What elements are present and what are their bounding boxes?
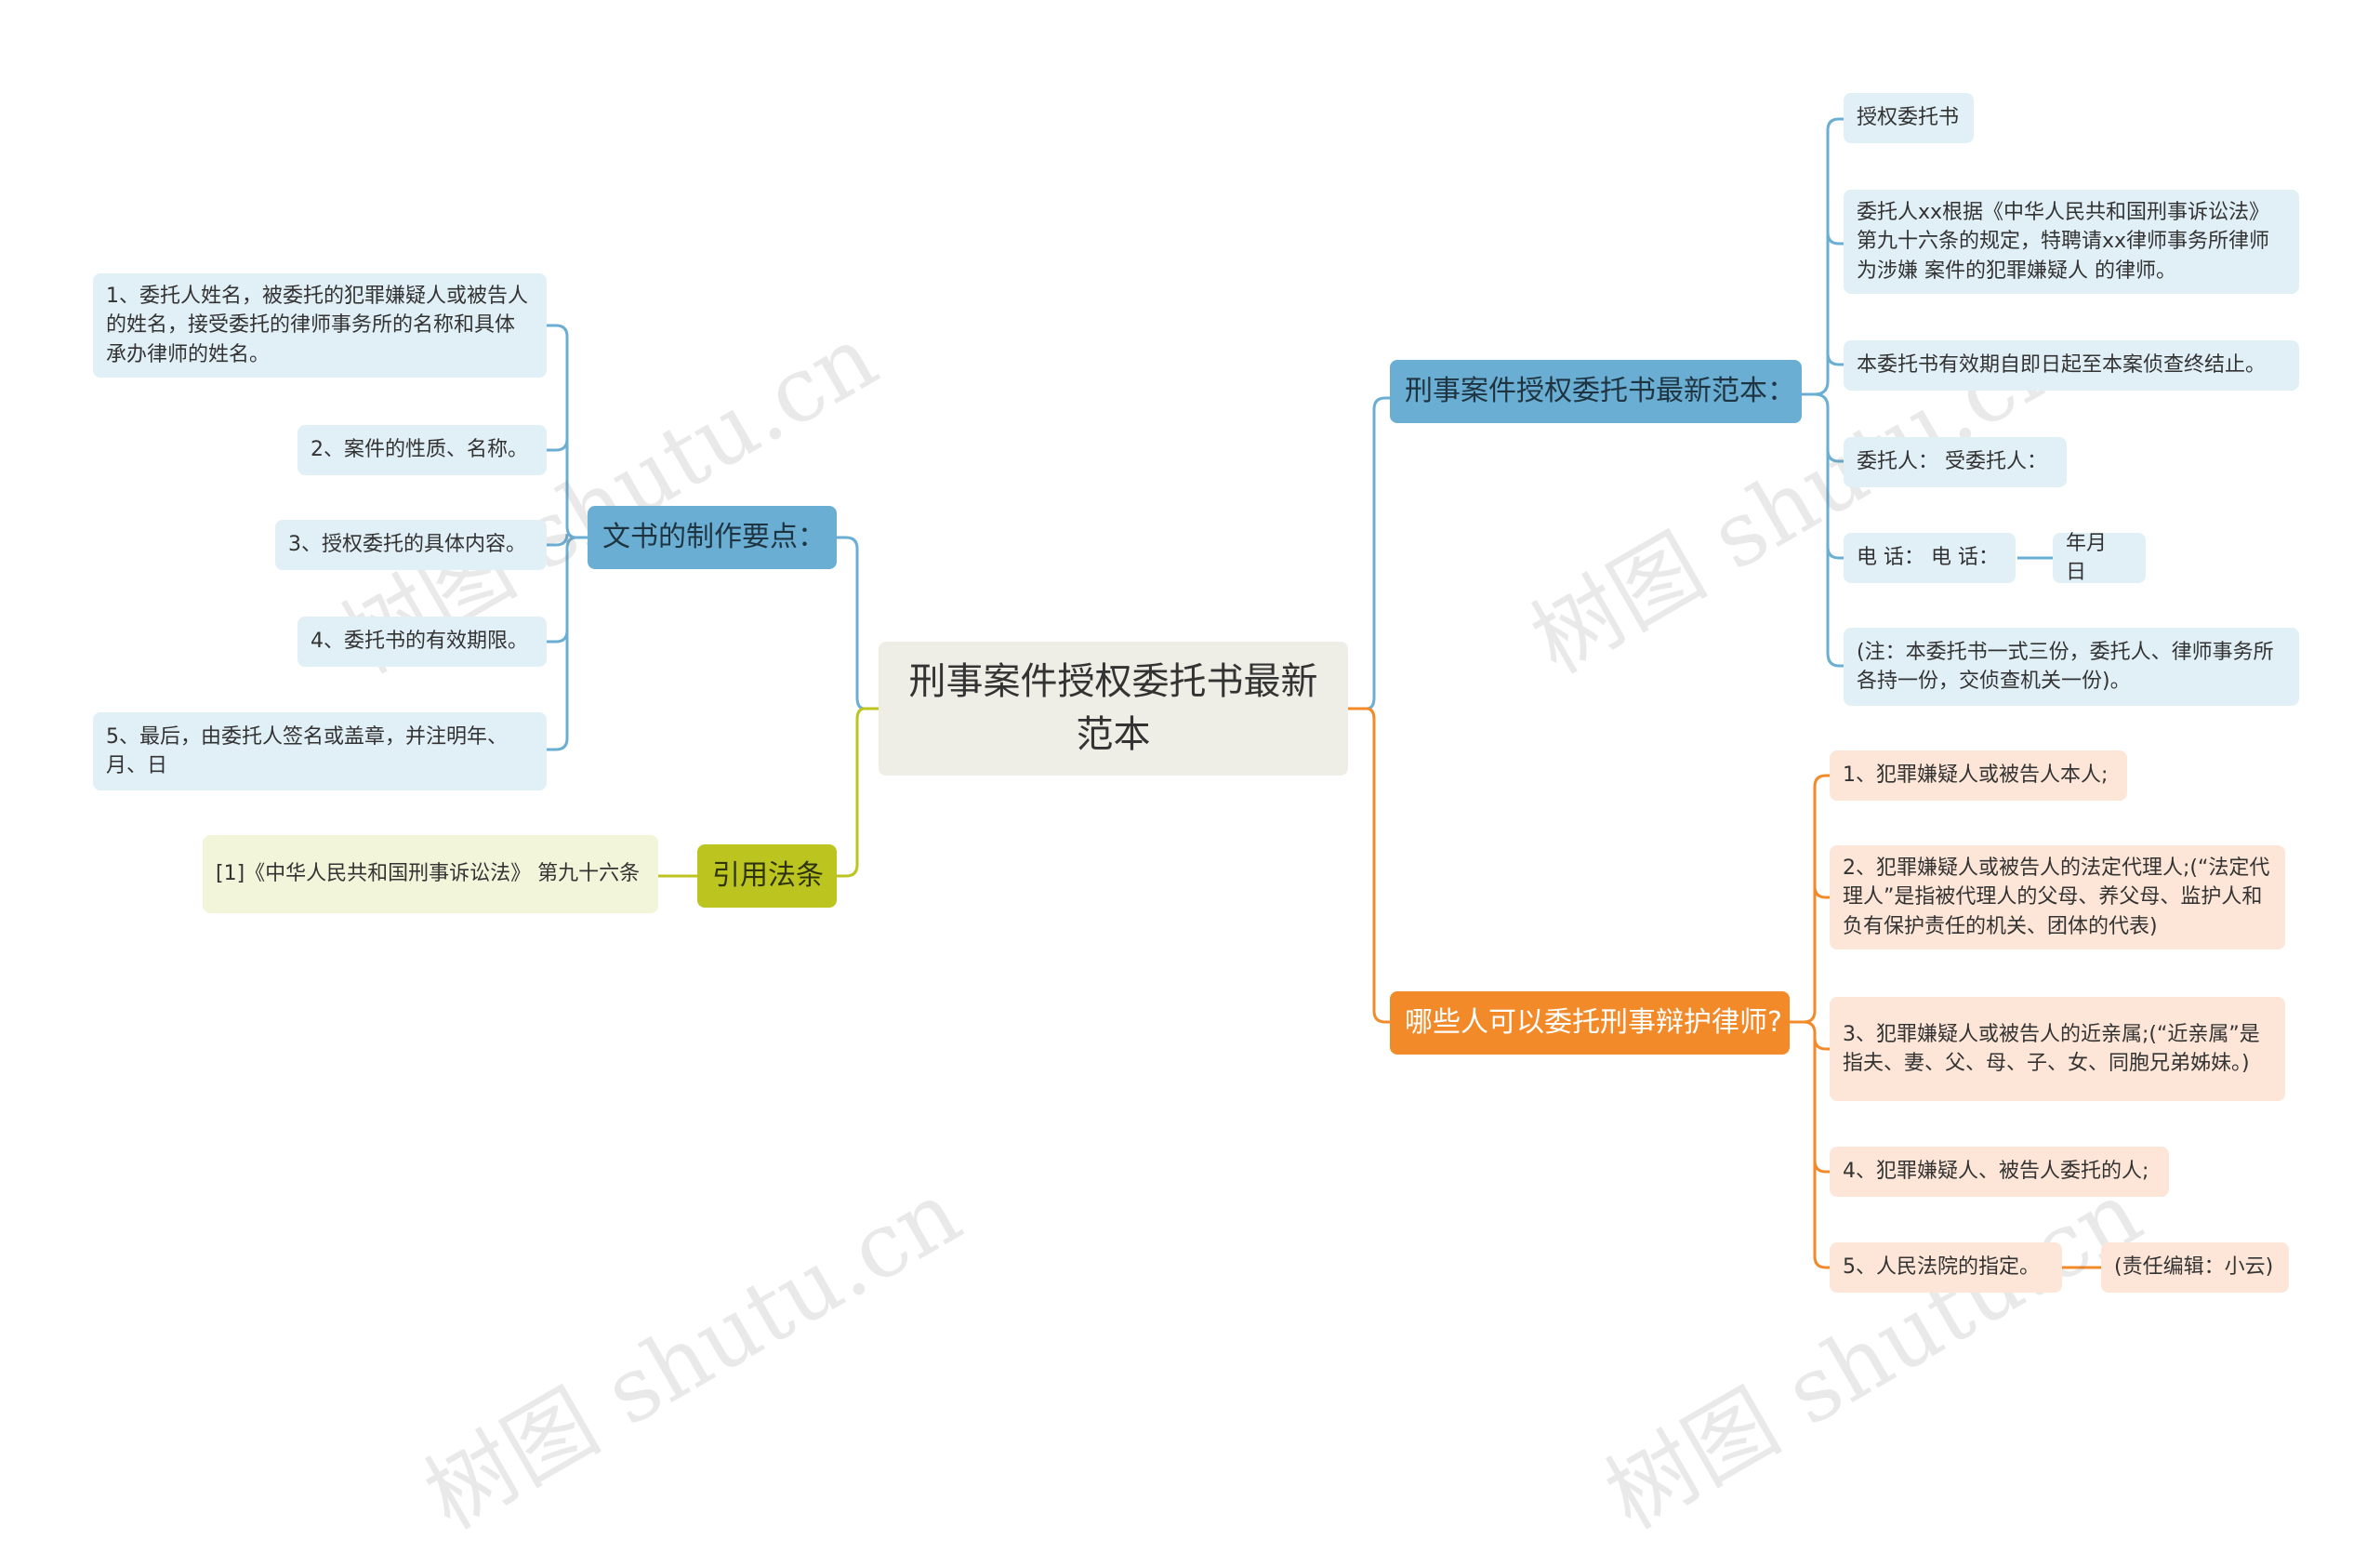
- template-item-4[interactable]: 委托人： 受委托人：: [1844, 437, 2067, 487]
- link-root-who: [1348, 707, 1395, 1024]
- branch-law[interactable]: 引用法条: [697, 844, 837, 908]
- connector-lines: [547, 117, 2103, 1269]
- template-item-text: 委托人： 受委托人：: [1857, 450, 2047, 474]
- who-item-text: 4、犯罪嫌疑人、被告人委托的人;: [1843, 1160, 2149, 1184]
- template-item-text: 本委托书有效期自即日起至本案侦查终结止。: [1857, 353, 2267, 378]
- law-item-1[interactable]: [1]《中华人民共和国刑事诉讼法》 第九十六条: [203, 835, 658, 913]
- link-root-points: [837, 536, 883, 710]
- who-editor-item[interactable]: (责任编辑：小云): [2101, 1242, 2289, 1293]
- template-item-text: 委托人xx根据《中华人民共和国刑事诉讼法》第九十六条的规定，特聘请xx律师事务所…: [1857, 201, 2270, 283]
- branch-law-label: 引用法条: [712, 858, 824, 892]
- points-item-text: 4、委托书的有效期限。: [311, 630, 528, 654]
- root-title: 刑事案件授权委托书最新范本: [908, 660, 1318, 756]
- points-item-1[interactable]: 1、委托人姓名，被委托的犯罪嫌疑人或被告人的姓名，接受委托的律师事务所的名称和具…: [93, 273, 547, 378]
- template-date-item[interactable]: 年月 日: [2053, 532, 2146, 584]
- points-item-text: 1、委托人姓名，被委托的犯罪嫌疑人或被告人的姓名，接受委托的律师事务所的名称和具…: [106, 285, 528, 366]
- branch-template-label: 刑事案件授权委托书最新范本：: [1405, 374, 1795, 407]
- points-item-3[interactable]: 3、授权委托的具体内容。: [275, 520, 547, 570]
- template-item-5[interactable]: 电 话： 电 话：: [1844, 533, 2016, 583]
- branch-points-label: 文书的制作要点：: [602, 520, 826, 553]
- template-item-text: 电 话： 电 话：: [1857, 546, 1999, 570]
- who-item-1[interactable]: 1、犯罪嫌疑人或被告人本人;: [1830, 750, 2127, 801]
- template-item-text: (注：本委托书一式三份，委托人、律师事务所各持一份，交侦查机关一份)。: [1857, 640, 2274, 693]
- who-item-5[interactable]: 5、人民法院的指定。: [1830, 1242, 2062, 1293]
- points-item-text: 5、最后，由委托人签名或盖章，并注明年、月、日: [106, 724, 508, 777]
- branch-points[interactable]: 文书的制作要点：: [588, 506, 837, 569]
- template-item-text: 授权委托书: [1857, 106, 1960, 130]
- who-item-2[interactable]: 2、犯罪嫌疑人或被告人的法定代理人;(“法定代理人”是指被代理人的父母、养父母、…: [1830, 845, 2285, 949]
- who-item-text: 2、犯罪嫌疑人或被告人的法定代理人;(“法定代理人”是指被代理人的父母、养父母、…: [1843, 856, 2270, 938]
- branch-who[interactable]: 哪些人可以委托刑事辩护律师?: [1390, 991, 1790, 1055]
- branch-template[interactable]: 刑事案件授权委托书最新范本：: [1390, 360, 1802, 423]
- template-item-1[interactable]: 授权委托书: [1844, 93, 1974, 143]
- template-item-6[interactable]: (注：本委托书一式三份，委托人、律师事务所各持一份，交侦查机关一份)。: [1844, 628, 2299, 706]
- who-item-text: 1、犯罪嫌疑人或被告人本人;: [1843, 763, 2109, 788]
- template-date-text: 年月 日: [2066, 531, 2108, 584]
- who-item-4[interactable]: 4、犯罪嫌疑人、被告人委托的人;: [1830, 1147, 2169, 1197]
- points-item-text: 2、案件的性质、名称。: [311, 438, 528, 462]
- points-item-5[interactable]: 5、最后，由委托人签名或盖章，并注明年、月、日: [93, 712, 547, 790]
- points-item-text: 3、授权委托的具体内容。: [288, 533, 526, 557]
- points-item-2[interactable]: 2、案件的性质、名称。: [298, 425, 547, 475]
- points-item-4[interactable]: 4、委托书的有效期限。: [298, 617, 547, 667]
- link-root-template: [1348, 396, 1395, 710]
- who-item-3[interactable]: 3、犯罪嫌疑人或被告人的近亲属;(“近亲属”是指夫、妻、父、母、子、女、同胞兄弟…: [1830, 997, 2285, 1101]
- template-item-3[interactable]: 本委托书有效期自即日起至本案侦查终结止。: [1844, 340, 2299, 391]
- link-root-law: [837, 707, 883, 878]
- who-editor-text: (责任编辑：小云): [2114, 1255, 2274, 1280]
- who-item-text: 3、犯罪嫌疑人或被告人的近亲属;(“近亲属”是指夫、妻、父、母、子、女、同胞兄弟…: [1843, 1022, 2260, 1075]
- branch-who-label: 哪些人可以委托刑事辩护律师?: [1405, 1005, 1782, 1039]
- template-item-2[interactable]: 委托人xx根据《中华人民共和国刑事诉讼法》第九十六条的规定，特聘请xx律师事务所…: [1844, 190, 2299, 294]
- root-topic[interactable]: 刑事案件授权委托书最新范本: [879, 642, 1348, 776]
- law-item-text: [1]《中华人民共和国刑事诉讼法》 第九十六条: [216, 862, 641, 886]
- who-item-text: 5、人民法院的指定。: [1843, 1255, 2040, 1280]
